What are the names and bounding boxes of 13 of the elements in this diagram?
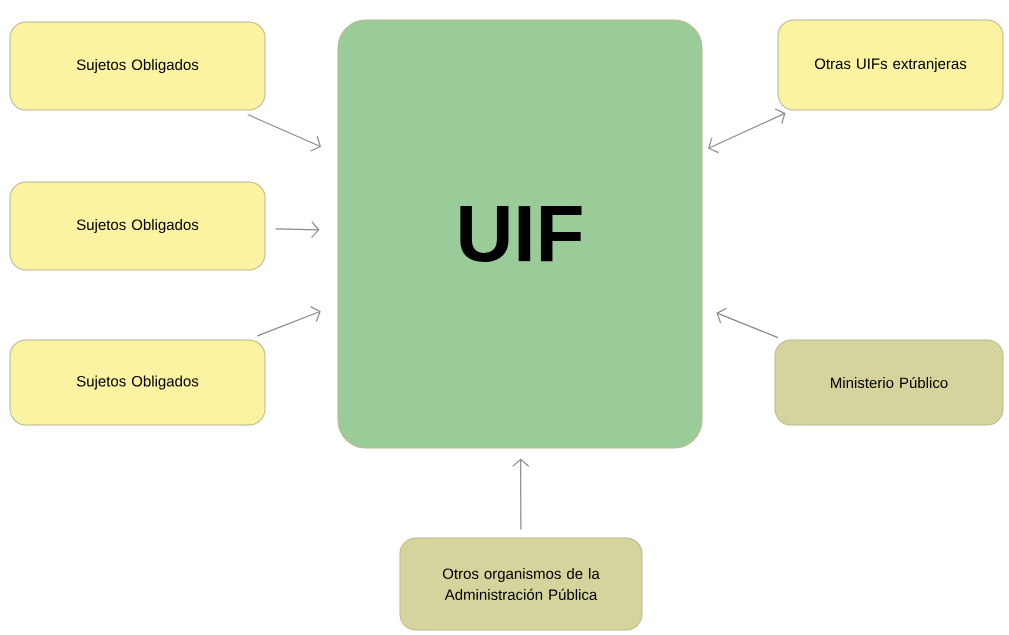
entity-box: Sujetos Obligados — [9, 339, 266, 426]
arrow — [716, 307, 779, 339]
entity-box: Ministerio Público — [774, 339, 1004, 426]
arrow — [512, 458, 530, 531]
entity-box: Otros organismos de la Administración Pública — [399, 537, 643, 631]
arrow — [707, 108, 786, 154]
main-box: UIF — [337, 19, 703, 449]
entity-box: Sujetos Obligados — [9, 21, 266, 111]
arrow — [256, 306, 321, 337]
arrow — [247, 113, 322, 152]
entity-box: Otras UIFs extranjeras — [777, 19, 1004, 111]
entity-box: Sujetos Obligados — [9, 181, 266, 271]
arrow — [274, 221, 320, 239]
